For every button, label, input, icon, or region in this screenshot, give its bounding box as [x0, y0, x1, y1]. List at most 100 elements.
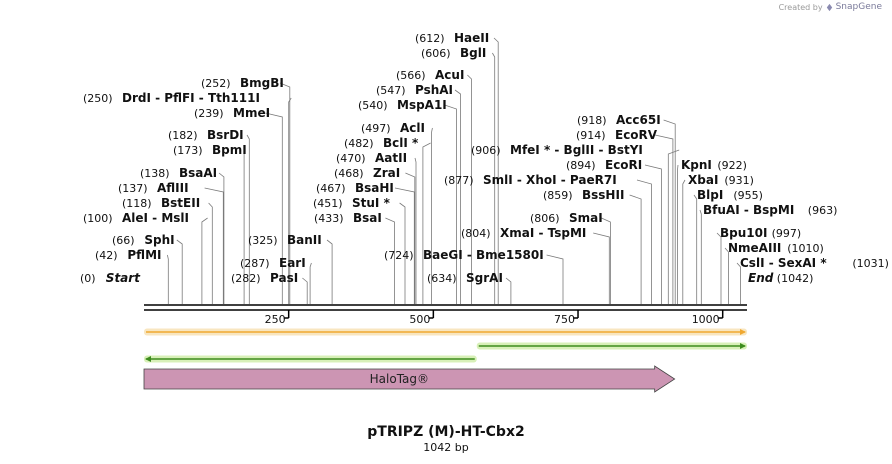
site-mmei[interactable]: (239)MmeI — [194, 106, 270, 120]
leader-sphi — [176, 239, 183, 304]
site-position: (1031) — [852, 257, 889, 270]
site-start[interactable]: (0)Start — [80, 271, 141, 285]
site-pflmi[interactable]: (42)PflMI — [95, 248, 162, 262]
site-position: (859) — [543, 189, 573, 202]
site-bsai[interactable]: (433)BsaI — [314, 211, 382, 225]
site-name: BsrDI — [207, 128, 244, 142]
site-position: (182) — [168, 129, 198, 142]
site-position: (1042) — [777, 272, 814, 285]
leader-alei-msli — [201, 217, 208, 304]
site-bpu10i[interactable]: Bpu10I(997) — [720, 226, 801, 240]
site-baegi-bme1580i[interactable]: (724)BaeGI - Bme1580I — [384, 248, 544, 262]
site-bgli[interactable]: (606)BglI — [421, 46, 486, 60]
site-position: (287) — [240, 257, 270, 270]
leader-bsahi — [394, 187, 415, 304]
site-drdi-pflfi-tth111i[interactable]: (250)DrdI - PflFI - Tth111I — [83, 91, 260, 105]
tick-1000: 1000 — [692, 310, 724, 326]
leader-bfuai-bspmi — [699, 209, 702, 304]
site-sphi[interactable]: (66)SphI — [112, 233, 175, 247]
site-position: (42) — [95, 249, 118, 262]
site-bsshii[interactable]: (859)BssHII — [543, 188, 624, 202]
site-afliii[interactable]: (137)AflIII — [118, 181, 189, 195]
site-name: MfeI * - BglII - BstYI — [510, 143, 643, 157]
leader-pshai — [454, 89, 461, 304]
feature-track-1[interactable] — [476, 342, 747, 350]
site-haeii[interactable]: (612)HaeII — [415, 31, 489, 45]
site-bsaai[interactable]: (138)BsaAI — [140, 166, 217, 180]
site-name: SgrAI — [466, 271, 503, 285]
tick-label: 250 — [265, 313, 286, 326]
leader-zrai — [405, 172, 416, 304]
site-position: (566) — [396, 69, 426, 82]
site-xbai[interactable]: XbaI (931) — [688, 173, 754, 187]
site-position: (467) — [316, 182, 346, 195]
site-blpi[interactable]: BlpI(955) — [697, 188, 763, 202]
tick-label: 500 — [409, 313, 430, 326]
site-smli-xhoi-paer7i[interactable]: (877)SmlI - XhoI - PaeR7I — [444, 173, 617, 187]
site-bsrdi[interactable]: (182) BsrDI — [168, 128, 244, 142]
snapgene-logo-icon — [826, 3, 832, 11]
site-acli[interactable]: (497)AclI — [361, 121, 425, 135]
site-csli-sexai[interactable]: CslI - SexAI *(1031) — [740, 256, 889, 270]
site-bcli[interactable]: (482)BclI * — [344, 136, 419, 150]
leader-bsaai — [218, 172, 225, 304]
site-bmgbi[interactable]: (252)BmgBI — [201, 76, 284, 90]
site-name: SphI — [144, 233, 174, 247]
site-kpni[interactable]: KpnI(922) — [681, 158, 747, 172]
site-bfuai-bspmi[interactable]: BfuAI - BspMI(963) — [703, 203, 837, 217]
site-position: (931) — [724, 174, 754, 187]
credit-text: Created by — [778, 2, 823, 12]
site-ecori[interactable]: (894)EcoRI — [566, 158, 642, 172]
site-position: (239) — [194, 107, 224, 120]
feature-halotag[interactable]: HaloTag® — [143, 365, 676, 393]
site-xmai-tspmi[interactable]: (804)XmaI - TspMI — [461, 226, 586, 240]
site-acc65i[interactable]: (918)Acc65I — [577, 113, 661, 127]
site-name: BmgBI — [240, 76, 284, 90]
site-sgrai[interactable]: (634)SgrAI — [427, 271, 503, 285]
site-position: (547) — [376, 84, 406, 97]
site-position: (282) — [231, 272, 261, 285]
site-mspa1i[interactable]: (540)MspA1I — [358, 98, 447, 112]
leader-smli-xhoi-paer7i — [636, 179, 652, 304]
site-name: HaeII — [454, 31, 489, 45]
site-nmeaiii[interactable]: NmeAIII(1010) — [728, 241, 824, 255]
site-name: EcoRV — [615, 128, 658, 142]
site-name: XbaI — [688, 173, 718, 187]
site-end[interactable]: End(1042) — [748, 271, 813, 285]
map-length: 1042 bp — [423, 441, 469, 454]
site-eari[interactable]: (287)EarI — [240, 256, 306, 270]
site-name: BanII — [287, 233, 322, 247]
feature-track-0[interactable] — [144, 328, 747, 336]
site-banii[interactable]: (325)BanII — [248, 233, 322, 247]
site-name: KpnI — [681, 158, 712, 172]
site-ecorv[interactable]: (914)EcoRV — [576, 128, 658, 142]
tick-250: 250 — [265, 310, 290, 326]
site-bsteii[interactable]: (118)BstEII — [122, 196, 200, 210]
site-pshai[interactable]: (547) PshAI — [376, 83, 453, 97]
site-smai[interactable]: (806)SmaI — [530, 211, 603, 225]
site-zrai[interactable]: (468)ZraI — [334, 166, 400, 180]
site-stui[interactable]: (451)StuI * — [313, 196, 391, 210]
feature-track-2[interactable] — [144, 355, 477, 363]
site-position: (173) — [173, 144, 203, 157]
leader-bpu10i — [716, 232, 722, 304]
site-bpmi[interactable]: (173)BpmI — [173, 143, 247, 157]
leader-mmei — [265, 112, 283, 304]
site-position: (877) — [444, 174, 474, 187]
site-alei-msli[interactable]: (100)AleI - MslI — [83, 211, 189, 225]
site-mfei-bglii-bstyi[interactable]: (906)MfeI * - BglII - BstYI — [471, 143, 643, 157]
site-bsahi[interactable]: (467)BsaHI — [316, 181, 394, 195]
leader-mspa1i — [444, 104, 457, 304]
site-aatii[interactable]: (470)AatII — [336, 151, 407, 165]
leader-smai — [601, 217, 611, 304]
site-acui[interactable]: (566)AcuI — [396, 68, 464, 82]
leader-bmgbi — [279, 82, 291, 304]
site-position: (806) — [530, 212, 560, 225]
feature-label: HaloTag® — [370, 372, 429, 386]
site-name: EcoRI — [605, 158, 642, 172]
site-name: PshAI — [415, 83, 453, 97]
site-pasi[interactable]: (282)PasI — [231, 271, 298, 285]
leader-stui — [399, 202, 406, 304]
leader-blpi — [693, 194, 698, 304]
